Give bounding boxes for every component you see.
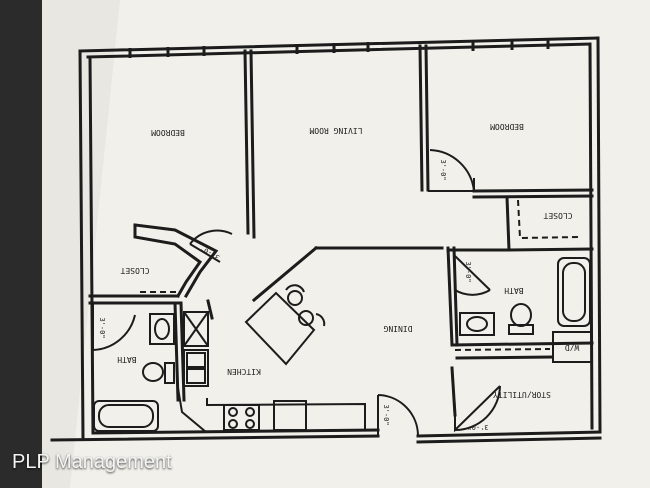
door-bath-right [454,255,491,296]
door-width-2: 3'-0" [439,159,447,180]
door-width-3: 3'-0" [464,261,472,282]
wall-closet-angled [133,223,203,299]
toilet-right [510,303,532,327]
wall-bed-right-divider [418,44,424,192]
label-closet-right: CLOSET [543,211,572,220]
door-width-6: 3'-0" [467,423,488,431]
wall-bath-right-left-2 [452,246,459,347]
door-bed-right [428,149,475,192]
watermark: PLP Management [12,451,172,473]
walls [50,36,602,444]
wall-closet-right-bottom [507,247,594,252]
doors [92,149,501,437]
wall-closet-right-left [505,195,511,252]
label-kitchen: KITCHEN [227,367,261,376]
label-closet-left: CLOSET [120,266,149,275]
wall-bed-left-divider [243,49,250,235]
label-bedroom-left: BEDROOM [151,128,185,137]
sink-left [149,313,175,345]
wall-bed-right-divider-2 [424,44,430,192]
wall-bed-right-bottom-2 [472,194,594,199]
kitchen-fridge [273,400,307,431]
wall-left-inner [88,55,95,435]
door-utility [454,385,501,433]
washer-dryer [552,331,593,363]
wall-bath-left-right [173,301,180,402]
fixtures [93,257,593,434]
bathtub-left [93,400,159,432]
label-bath-right: BATH [504,286,523,295]
wall-closet-angled-2 [133,223,219,299]
wall-bottom-right [416,430,602,438]
kitchen-sink [183,349,209,387]
label-wd: W/D [565,343,580,352]
wall-utility-left [450,366,457,417]
door-width-5: 3'-0" [382,404,390,425]
kitchen-island [244,291,316,366]
door-entry [377,394,419,437]
wall-bottom-left [50,434,380,442]
wall-bed-right-bottom [472,188,594,193]
label-bedroom-right: BEDROOM [490,122,524,131]
toilet-left [142,362,164,382]
label-living-room: LIVING ROOM [309,126,362,135]
label-dining: DINING [383,324,412,333]
wall-bottom-right-inner [416,436,602,444]
wall-right-inner [588,42,594,430]
paper-sheet [42,0,650,488]
closet-shelves [140,199,581,351]
wall-right-outer [596,36,602,434]
wall-left-outer [78,49,85,439]
wall-utility-top-2 [455,355,554,360]
label-bath-left: BATH [117,355,136,364]
label-stor-utility: STOR/UTILITY [493,390,551,399]
wall-kitchen-right [206,299,214,320]
door-width-4: 3'-0" [98,317,106,338]
kitchen-counter [177,387,366,434]
wall-top-inner [86,42,592,59]
door-bath-left [92,303,136,351]
bathtub-right [557,257,591,327]
door-bed-left [189,229,233,263]
kitchen-range [223,404,260,431]
wall-bath-right-left [446,246,454,347]
wall-utility-top [450,341,594,347]
kitchen-dishwasher [183,311,209,347]
wall-bed-left-divider-2 [249,49,256,239]
sink-right [459,312,495,336]
wall-dining-diag-2 [251,245,319,303]
window-marks [128,39,550,58]
